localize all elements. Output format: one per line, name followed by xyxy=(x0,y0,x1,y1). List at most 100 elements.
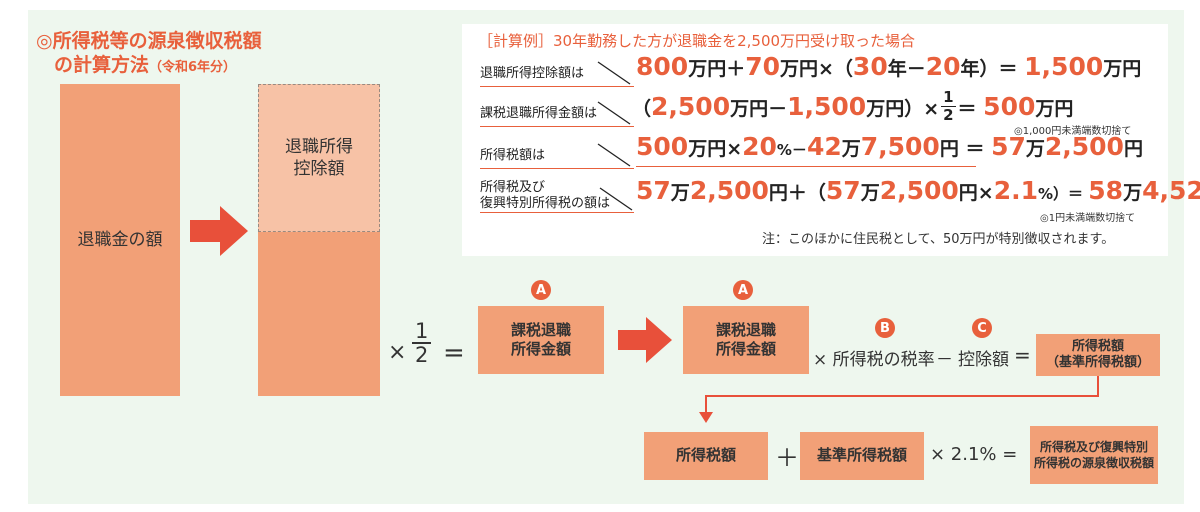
row4-part-5: 万 xyxy=(860,182,880,204)
row2-fraction-denominator: 2 xyxy=(943,106,954,124)
row2-label: 課税退職所得金額は xyxy=(480,106,598,121)
final-withholding-box: 所得税及び復興特別 所得税の源泉徴収税額 xyxy=(1030,426,1158,484)
slash-icon xyxy=(597,143,631,167)
row2-note: ◎1,000円未満端数切捨て xyxy=(1014,126,1132,137)
row1-equation: 800万円＋70万円×（30年－20年）＝ 1,500万円 xyxy=(636,52,1141,81)
times-sign: × xyxy=(388,340,407,365)
row1-part-6: 20 xyxy=(925,52,961,81)
row4-part-10: 58 xyxy=(1088,176,1124,205)
row2a-part-1: 2,500 xyxy=(651,92,731,121)
row2-equation: （2,500万円－1,500万円）× 1 2 ＝ 500万円 xyxy=(632,90,1073,123)
arrow-right-icon xyxy=(190,206,248,256)
retirement-amount-label: 退職金の額 xyxy=(77,229,163,250)
row4-part-2: 2,500 xyxy=(689,176,769,205)
times-rate-term: × 2.1% = xyxy=(930,444,1018,465)
row1-part-8: 1,500 xyxy=(1024,52,1104,81)
row4-equation: 57万2,500円＋（57万2,500円×2.1%）＝ 58万4,522円 xyxy=(636,176,1200,205)
row2b-part-2: 万円 xyxy=(1035,98,1074,120)
income-tax-base-label: 所得税額 （基準所得税額） xyxy=(1045,338,1150,370)
page-title: ◎所得税等の源泉徴収税額 xyxy=(36,30,262,52)
row4-note: ◎1円未満端数切捨て xyxy=(1040,213,1136,224)
row1-part-7: 年）＝ xyxy=(960,58,1025,80)
row3-part-9: 万 xyxy=(1025,138,1045,160)
row3-part-6: 7,500 xyxy=(860,132,940,161)
row4-part-12: 4,522 xyxy=(1142,176,1200,205)
slash-icon xyxy=(597,101,631,125)
remaining-amount-box xyxy=(258,232,380,396)
retirement-amount-box: 退職金の額 xyxy=(60,84,180,396)
slash-icon xyxy=(599,187,633,211)
deduction-label: 退職所得 控除額 xyxy=(285,136,353,179)
row1-label: 退職所得控除額は xyxy=(480,66,585,81)
row3-part-7: 円 ＝ xyxy=(939,138,992,160)
page-subtitle: の計算方法（令和6年分） xyxy=(54,50,236,77)
row4-label: 所得税及び 復興特別所得税の額は xyxy=(480,180,611,212)
row1-part-5: 年－ xyxy=(887,58,926,80)
row4-part-0: 57 xyxy=(636,176,671,205)
row2-underline xyxy=(480,126,634,127)
subtitle-year: （令和6年分） xyxy=(149,60,237,75)
connector-arrow-icon xyxy=(699,376,1099,423)
row3-part-2: 20 xyxy=(742,132,777,161)
subtitle-main: の計算方法 xyxy=(54,54,150,76)
row2-equation-right: ＝ 500万円 xyxy=(958,92,1074,121)
income-tax-base-box: 所得税額 （基準所得税額） xyxy=(1036,334,1160,376)
row1-part-1: 万円＋ xyxy=(688,58,746,80)
row4-part-4: 57 xyxy=(825,176,861,205)
plus-sign: ＋ xyxy=(775,444,799,472)
row2b-part-1: 500 xyxy=(983,92,1036,121)
row1-part-9: 万円 xyxy=(1103,58,1142,80)
row3-equation: 500万円×20%－42万7,500円 ＝ 57万2,500円 xyxy=(636,132,1143,161)
row4-underline xyxy=(480,212,634,213)
row2b-part-0: ＝ xyxy=(957,98,984,120)
slash-icon xyxy=(597,61,631,85)
income-tax-box: 所得税額 xyxy=(644,432,768,480)
row3-part-0: 500 xyxy=(636,132,689,161)
row1-part-0: 800 xyxy=(636,52,689,81)
equals-sign-2: = xyxy=(1014,343,1031,367)
row2-fraction-numerator: 1 xyxy=(941,88,956,107)
row2a-part-3: 1,500 xyxy=(787,92,867,121)
row3-part-5: 万 xyxy=(841,138,861,160)
row3-part-4: 42 xyxy=(806,132,842,161)
base-income-tax-label: 基準所得税額 xyxy=(816,446,907,465)
deduction-box: 退職所得 控除額 xyxy=(258,84,380,232)
base-income-tax-box: 基準所得税額 xyxy=(800,432,924,480)
row2a-part-0: （ xyxy=(632,98,652,120)
row4-part-6: 2,500 xyxy=(879,176,959,205)
badge-a: A xyxy=(531,280,551,300)
taxable-income-label: 課税退職 所得金額 xyxy=(510,320,571,359)
row4-part-11: 万 xyxy=(1123,182,1143,204)
row3-part-10: 2,500 xyxy=(1044,132,1124,161)
income-tax-label: 所得税額 xyxy=(675,446,736,465)
row1-part-2: 70 xyxy=(745,52,780,81)
badge-a-repeat: A xyxy=(733,280,753,300)
row4-part-1: 万 xyxy=(670,182,690,204)
final-withholding-label: 所得税及び復興特別 所得税の源泉徴収税額 xyxy=(1033,439,1154,470)
fraction-numerator: 1 xyxy=(412,320,432,345)
row4-part-8: 2.1 xyxy=(993,176,1039,205)
taxable-income-box-repeat: 課税退職 所得金額 xyxy=(683,306,809,374)
row2-fraction: 1 2 xyxy=(941,88,956,124)
row3-underline xyxy=(480,168,634,169)
row4-part-9: %）＝ xyxy=(1038,185,1089,203)
footnote: 注：このほかに住民税として、50万円が特別徴収されます。 xyxy=(762,232,1115,247)
row2-equation-left: （2,500万円－1,500万円）× xyxy=(632,92,939,121)
badge-c: C xyxy=(972,318,992,338)
badge-b: B xyxy=(875,318,895,338)
row3-part-1: 万円× xyxy=(688,138,743,160)
row1-underline xyxy=(480,86,634,87)
row3-label: 所得税額は xyxy=(480,148,546,163)
example-heading: ［計算例］30年勤務した方が退職金を2,500万円受け取った場合 xyxy=(478,32,916,50)
deduction-amount-term: 控除額 xyxy=(958,350,1009,370)
row3-part-8: 57 xyxy=(991,132,1026,161)
taxable-income-label-repeat: 課税退職 所得金額 xyxy=(715,320,776,359)
tax-rate-term: × 所得税の税率 xyxy=(813,350,935,370)
minus-sign: － xyxy=(936,350,953,370)
row1-part-4: 30 xyxy=(852,52,888,81)
taxable-income-box: 課税退職 所得金額 xyxy=(478,306,604,374)
equals-sign: = xyxy=(443,338,465,368)
row3-part-11: 円 xyxy=(1123,138,1143,160)
half-fraction: 1 2 xyxy=(412,320,432,366)
